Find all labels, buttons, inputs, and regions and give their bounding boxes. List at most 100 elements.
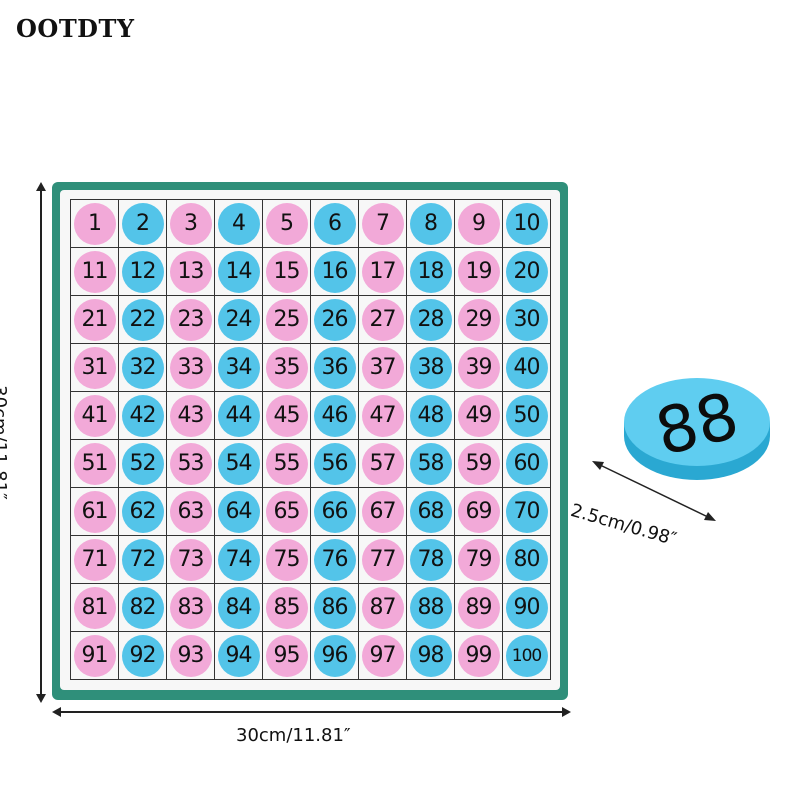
number-disc: 35 <box>265 346 308 389</box>
grid-cell: 27 <box>359 296 407 344</box>
grid-cell: 89 <box>455 584 503 632</box>
number-disc: 87 <box>361 586 404 629</box>
grid-cell: 39 <box>455 344 503 392</box>
grid-cell: 82 <box>119 584 167 632</box>
number-disc: 75 <box>265 538 308 581</box>
number-disc: 2 <box>121 202 164 245</box>
number-disc: 15 <box>265 250 308 293</box>
number-disc: 95 <box>265 634 308 677</box>
grid-cell: 99 <box>455 632 503 680</box>
number-disc: 12 <box>121 250 164 293</box>
number-disc: 86 <box>313 586 356 629</box>
number-disc: 74 <box>217 538 260 581</box>
grid-cell: 51 <box>71 440 119 488</box>
grid-cell: 10 <box>503 200 551 248</box>
number-disc: 18 <box>409 250 452 293</box>
number-disc: 56 <box>313 442 356 485</box>
number-disc: 41 <box>73 394 116 437</box>
grid-cell: 43 <box>167 392 215 440</box>
number-disc: 51 <box>73 442 116 485</box>
number-disc: 38 <box>409 346 452 389</box>
grid-cell: 36 <box>311 344 359 392</box>
number-disc: 91 <box>73 634 116 677</box>
number-disc: 24 <box>217 298 260 341</box>
grid-cell: 42 <box>119 392 167 440</box>
grid-cell: 75 <box>263 536 311 584</box>
grid-cell: 73 <box>167 536 215 584</box>
grid-cell: 76 <box>311 536 359 584</box>
width-label: 30cm/11.81″ <box>236 725 351 746</box>
grid-cell: 77 <box>359 536 407 584</box>
number-disc: 34 <box>217 346 260 389</box>
brand-logo: OOTDTY <box>16 14 135 43</box>
grid-cell: 79 <box>455 536 503 584</box>
number-disc: 3 <box>169 202 212 245</box>
grid-cell: 28 <box>407 296 455 344</box>
number-disc: 60 <box>505 442 548 485</box>
number-disc: 53 <box>169 442 212 485</box>
number-disc: 64 <box>217 490 260 533</box>
grid-cell: 34 <box>215 344 263 392</box>
grid-cell: 24 <box>215 296 263 344</box>
grid-cell: 46 <box>311 392 359 440</box>
grid-cell: 54 <box>215 440 263 488</box>
grid-cell: 80 <box>503 536 551 584</box>
number-disc: 44 <box>217 394 260 437</box>
grid-cell: 56 <box>311 440 359 488</box>
grid-cell: 48 <box>407 392 455 440</box>
number-disc: 80 <box>505 538 548 581</box>
grid-cell: 8 <box>407 200 455 248</box>
number-disc: 58 <box>409 442 452 485</box>
grid-cell: 84 <box>215 584 263 632</box>
grid-cell: 85 <box>263 584 311 632</box>
number-disc: 96 <box>313 634 356 677</box>
grid-cell: 19 <box>455 248 503 296</box>
grid-cell: 60 <box>503 440 551 488</box>
number-disc: 42 <box>121 394 164 437</box>
grid-cell: 29 <box>455 296 503 344</box>
grid-cell: 13 <box>167 248 215 296</box>
grid-cell: 1 <box>71 200 119 248</box>
number-disc: 55 <box>265 442 308 485</box>
number-disc: 14 <box>217 250 260 293</box>
grid-cell: 18 <box>407 248 455 296</box>
number-disc: 85 <box>265 586 308 629</box>
number-disc: 61 <box>73 490 116 533</box>
number-disc: 73 <box>169 538 212 581</box>
number-disc: 36 <box>313 346 356 389</box>
number-disc: 46 <box>313 394 356 437</box>
grid-cell: 4 <box>215 200 263 248</box>
grid-cell: 83 <box>167 584 215 632</box>
number-disc: 43 <box>169 394 212 437</box>
number-disc: 17 <box>361 250 404 293</box>
number-disc: 81 <box>73 586 116 629</box>
number-disc: 83 <box>169 586 212 629</box>
grid-cell: 31 <box>71 344 119 392</box>
grid-cell: 50 <box>503 392 551 440</box>
grid-cell: 91 <box>71 632 119 680</box>
grid-cell: 30 <box>503 296 551 344</box>
number-disc: 50 <box>505 394 548 437</box>
number-disc: 97 <box>361 634 404 677</box>
grid-cell: 2 <box>119 200 167 248</box>
height-arrow-top <box>36 182 46 191</box>
grid-cell: 97 <box>359 632 407 680</box>
number-disc: 88 <box>409 586 452 629</box>
grid-cell: 16 <box>311 248 359 296</box>
grid-cell: 41 <box>71 392 119 440</box>
grid-cell: 14 <box>215 248 263 296</box>
number-disc: 78 <box>409 538 452 581</box>
grid-cell: 94 <box>215 632 263 680</box>
number-disc: 63 <box>169 490 212 533</box>
grid-cell: 35 <box>263 344 311 392</box>
grid-cell: 67 <box>359 488 407 536</box>
grid-cell: 37 <box>359 344 407 392</box>
grid-cell: 78 <box>407 536 455 584</box>
height-dimension-line <box>40 186 42 698</box>
number-disc: 71 <box>73 538 116 581</box>
number-disc: 70 <box>505 490 548 533</box>
number-disc: 45 <box>265 394 308 437</box>
grid-cell: 33 <box>167 344 215 392</box>
grid-cell: 12 <box>119 248 167 296</box>
height-label: 30cm/11.81″ <box>0 385 10 500</box>
